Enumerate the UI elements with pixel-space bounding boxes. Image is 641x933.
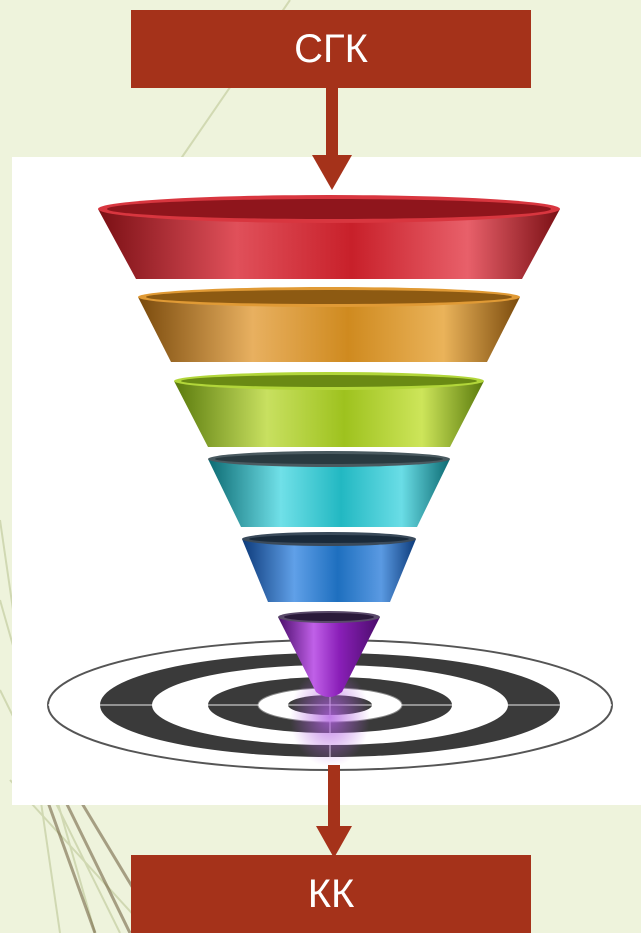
funnel-tier-3 xyxy=(174,372,484,447)
funnel-tier-2 xyxy=(138,287,520,362)
bottom-label-text: КК xyxy=(308,872,355,917)
funnel-tier-4 xyxy=(208,451,450,527)
bottom-label-box: КК xyxy=(131,855,531,933)
funnel-tier-1 xyxy=(98,195,560,279)
top-label-text: СГК xyxy=(294,27,368,72)
funnel-illustration xyxy=(12,157,641,805)
top-label-box: СГК xyxy=(131,10,531,88)
funnel-tier-5 xyxy=(242,532,416,602)
